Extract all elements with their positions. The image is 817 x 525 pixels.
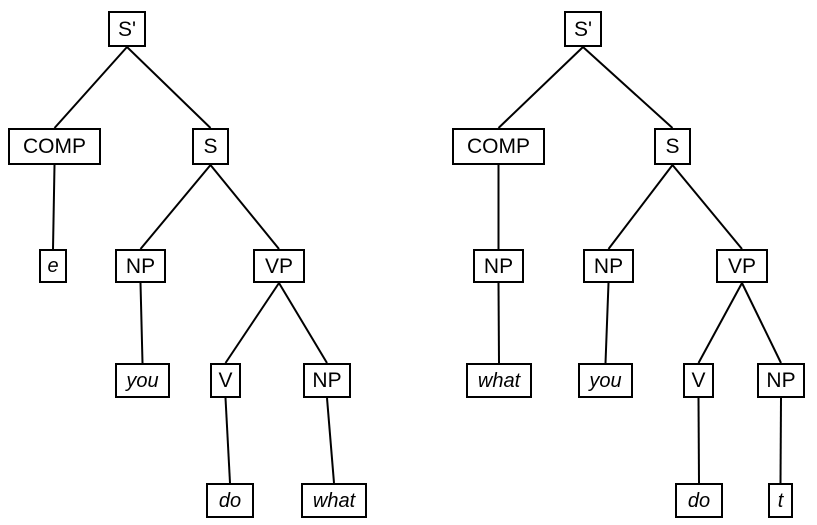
tree-edge <box>497 282 500 364</box>
tree-edge <box>697 397 700 484</box>
tree-edge <box>779 397 782 484</box>
tree-edge <box>209 164 280 250</box>
tree-edge <box>671 164 743 250</box>
tree-edge <box>52 164 56 250</box>
tree-edge <box>126 46 212 129</box>
tree-node-do: do <box>675 483 723 518</box>
tree-node-e: e <box>39 249 67 283</box>
tree-node-vp: VP <box>253 249 305 283</box>
tree-edge <box>497 46 584 129</box>
tree-node-what: what <box>466 363 532 398</box>
tree-node-what: what <box>301 483 367 518</box>
tree-edge <box>604 282 610 364</box>
tree-node-np: NP <box>757 363 805 398</box>
tree-edge <box>224 397 231 484</box>
tree-node-np: NP <box>303 363 351 398</box>
tree-node-you: you <box>578 363 633 398</box>
tree-node-v: V <box>683 363 714 398</box>
tree-node-np: NP <box>473 249 524 283</box>
tree-edge <box>139 164 212 250</box>
tree-node-s: S <box>192 128 229 165</box>
tree-node-v: V <box>210 363 241 398</box>
tree-edge <box>278 282 328 364</box>
tree-node-vp: VP <box>716 249 768 283</box>
tree-edge <box>741 282 782 364</box>
tree-node-you: you <box>115 363 170 398</box>
tree-edge <box>224 282 280 364</box>
tree-node-do: do <box>206 483 254 518</box>
tree-edge <box>697 282 743 364</box>
tree-edge <box>53 46 128 129</box>
tree-edge <box>139 282 144 364</box>
tree-edge <box>607 164 674 250</box>
tree-node-s: S <box>654 128 691 165</box>
tree-node-np: NP <box>583 249 634 283</box>
tree-node-sbar: S' <box>564 11 602 47</box>
tree-node-comp: COMP <box>8 128 101 165</box>
tree-node-np: NP <box>115 249 166 283</box>
tree-node-sbar: S' <box>108 11 146 47</box>
tree-node-comp: COMP <box>452 128 545 165</box>
tree-edge <box>326 397 335 484</box>
tree-edge <box>582 46 674 129</box>
tree-node-t: t <box>768 483 793 518</box>
